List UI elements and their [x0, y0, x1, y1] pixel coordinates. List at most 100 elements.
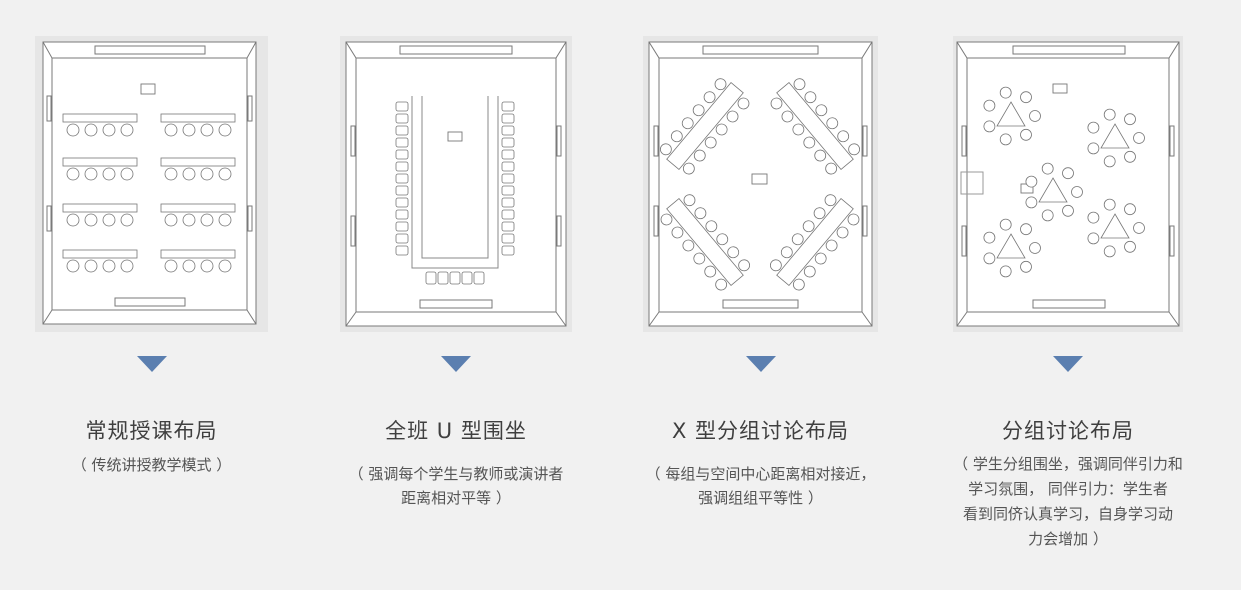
table [1038, 177, 1068, 203]
floor-plan-group [953, 36, 1183, 332]
chair [501, 101, 515, 112]
chair [395, 245, 409, 256]
chair [791, 233, 804, 246]
chair [395, 113, 409, 124]
desk-group [659, 78, 750, 175]
chair [692, 104, 705, 117]
desc-line: 距离相对平等 ） [401, 489, 511, 507]
chair [501, 173, 515, 184]
floor-plan-x-shape [643, 36, 878, 332]
layout-title: 全班 U 型围坐 [385, 419, 527, 443]
chair [395, 137, 409, 148]
chair [1087, 121, 1100, 134]
chair [395, 197, 409, 208]
chair [770, 97, 783, 110]
chair [683, 194, 696, 207]
table [996, 233, 1026, 259]
chair [1124, 150, 1136, 163]
chair [814, 149, 827, 162]
chair [999, 86, 1012, 99]
layout-description: （ 学生分组围坐，强调同伴引力和 学习氛围， 同伴引力：学生者 看到同侪认真学习… [913, 452, 1223, 552]
chair [501, 185, 515, 196]
chair [704, 136, 717, 149]
chair [395, 149, 409, 160]
floor-plan-u-shape [340, 36, 572, 332]
chair [182, 259, 196, 273]
chair [825, 162, 838, 175]
chair [1025, 175, 1038, 188]
chair [84, 167, 98, 181]
chair [1071, 186, 1083, 198]
chair [815, 104, 828, 117]
layout-u-shape: 全班 U 型围坐 （ 强调每个学生与教师或演讲者 距离相对平等 ） [340, 0, 572, 590]
down-arrow-icon [1053, 356, 1083, 372]
chair [1025, 196, 1038, 209]
chair [738, 259, 751, 272]
layout-description: （ 每组与空间中心距离相对接近， 强调组组平等性 ） [603, 462, 918, 510]
chair [1087, 232, 1100, 245]
desk [776, 197, 854, 287]
chair [449, 271, 461, 285]
chair [983, 252, 996, 265]
chair [1103, 198, 1116, 211]
chair [847, 213, 860, 226]
chair [715, 278, 728, 291]
chair [1103, 108, 1116, 121]
chair [848, 143, 861, 156]
chair [671, 226, 684, 239]
desc-line: （ 学生分组围坐，强调同伴引力和 [953, 455, 1183, 473]
chair [425, 271, 437, 285]
chair [781, 110, 794, 123]
chair [769, 259, 782, 272]
chair [501, 161, 515, 172]
desk [62, 157, 138, 167]
chair [501, 125, 515, 136]
chair [84, 123, 98, 137]
chair [473, 271, 485, 285]
desk-group [660, 194, 751, 291]
room-plan-x-shape [648, 41, 873, 327]
table [1100, 213, 1130, 239]
chair [792, 278, 805, 291]
layout-x-shape: X 型分组讨论布局 （ 每组与空间中心距离相对接近， 强调组组平等性 ） [643, 0, 878, 590]
chair [1087, 142, 1100, 155]
chair [164, 259, 178, 273]
chair [1020, 128, 1032, 141]
chair [1062, 167, 1074, 180]
chair [182, 167, 196, 181]
chair [84, 213, 98, 227]
chair [1103, 245, 1116, 258]
chair [501, 149, 515, 160]
layout-title: X 型分组讨论布局 [671, 419, 850, 443]
chair [501, 137, 515, 148]
chair [999, 218, 1012, 231]
chair [802, 220, 815, 233]
chair [200, 123, 214, 137]
chair [395, 185, 409, 196]
room-plan-u-shape [345, 41, 567, 327]
chair [825, 239, 838, 252]
chair [983, 120, 996, 133]
chair [659, 143, 672, 156]
chair [999, 133, 1012, 146]
chair [836, 226, 849, 239]
table [996, 101, 1026, 127]
desk [62, 113, 138, 123]
desk [666, 81, 744, 171]
chair [218, 123, 232, 137]
chair [837, 130, 850, 143]
desk [160, 203, 236, 213]
desk [160, 249, 236, 259]
desk-group [770, 78, 861, 175]
down-arrow-icon [136, 356, 167, 372]
chair [682, 162, 695, 175]
chair [694, 207, 707, 220]
chair [1020, 260, 1032, 273]
chair [182, 123, 196, 137]
chair [1041, 209, 1054, 222]
desk-group [769, 194, 860, 291]
chair [501, 209, 515, 220]
chair [120, 167, 134, 181]
chair [714, 78, 727, 91]
